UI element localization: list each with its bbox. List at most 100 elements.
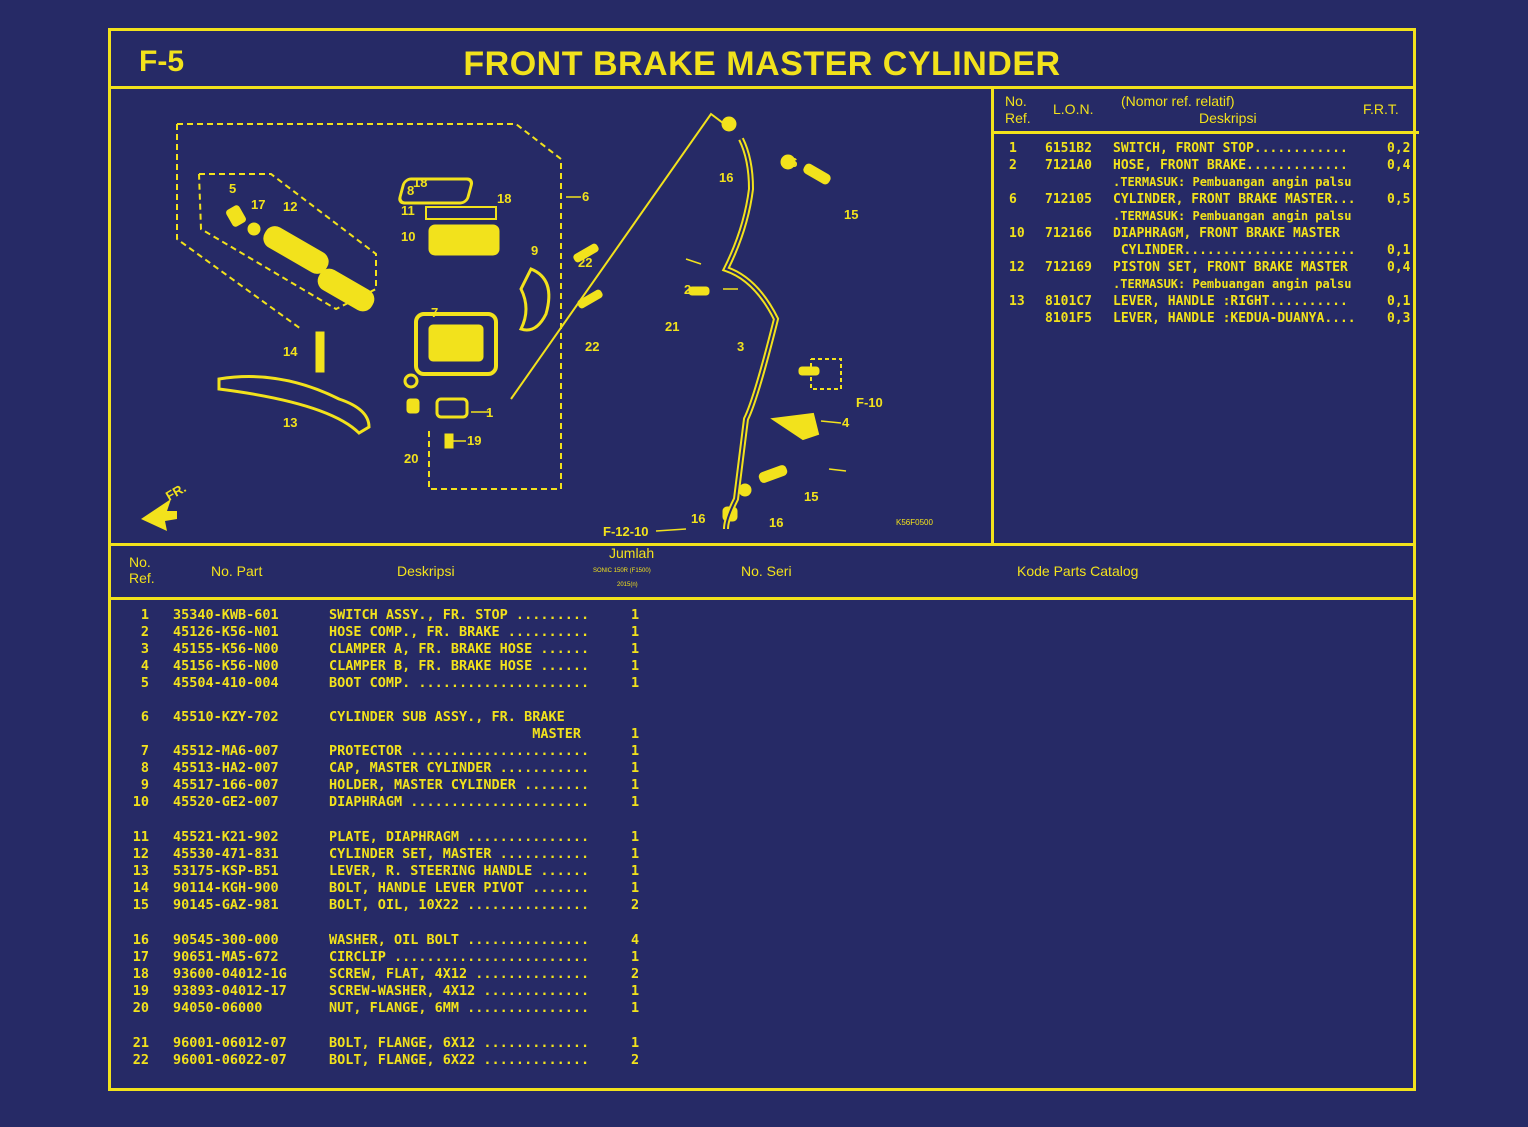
part-ref: 2	[140, 624, 149, 640]
lon-desc: .TERMASUK: Pembuangan angin palsu	[1113, 277, 1352, 291]
lon-header-divider	[991, 131, 1419, 134]
part-ref: 9	[140, 777, 149, 793]
lon-row: .TERMASUK: Pembuangan angin palsu	[1001, 209, 1421, 226]
part-desc: CYLINDER SUB ASSY., FR. BRAKE	[329, 709, 565, 725]
parts-header-deskripsi: Deskripsi	[397, 563, 455, 579]
lon-code: 6151B2	[1045, 141, 1092, 156]
part-ref: 5	[140, 675, 149, 691]
callout-13: 13	[283, 415, 297, 430]
lon-desc: HOSE, FRONT BRAKE.............	[1113, 158, 1348, 173]
lon-row: .TERMASUK: Pembuangan angin palsu	[1001, 175, 1421, 192]
callout-4: 4	[842, 415, 850, 430]
part-desc: CLAMPER B, FR. BRAKE HOSE ......	[329, 658, 590, 674]
callout-16d: 16	[769, 515, 783, 530]
part-qty: 1	[631, 607, 640, 623]
lon-code: 8101F5	[1045, 311, 1092, 326]
callout-20: 20	[404, 451, 418, 466]
callout-11: 11	[401, 203, 415, 218]
part-desc: CAP, MASTER CYLINDER ...........	[329, 760, 590, 776]
lon-desc: CYLINDER......................	[1113, 243, 1356, 258]
lon-code: 712169	[1045, 260, 1092, 275]
callout-3: 3	[737, 339, 744, 354]
part-qty: 1	[631, 880, 640, 896]
part-number: 45504-410-004	[173, 675, 279, 691]
lon-frt: 0,5	[1387, 192, 1411, 207]
part-ref: 17	[132, 949, 149, 965]
callout-15b: 15	[804, 489, 818, 504]
part-desc: SCREW-WASHER, 4X12 .............	[329, 983, 590, 999]
part-desc: BOLT, FLANGE, 6X22 .............	[329, 1052, 590, 1068]
part-number: 45530-471-831	[173, 846, 279, 862]
part-ref: 3	[140, 641, 149, 657]
lon-ref: 6	[1009, 192, 1017, 207]
lon-ref: 10	[1009, 226, 1025, 241]
parts-header-jumlah: Jumlah	[609, 545, 655, 561]
parts-header-no-seri: No. Seri	[741, 563, 792, 579]
callout-1: 1	[486, 405, 493, 420]
part-desc: CLAMPER A, FR. BRAKE HOSE ......	[329, 641, 590, 657]
part-ref: 22	[132, 1052, 149, 1068]
part-number: 94050-06000	[173, 1000, 263, 1016]
callout-22b: 22	[585, 339, 599, 354]
part-ref: 8	[140, 760, 149, 776]
part-desc: SCREW, FLAT, 4X12 ..............	[329, 966, 590, 982]
part-qty: 1	[631, 794, 640, 810]
lon-frt: 0,1	[1387, 243, 1411, 258]
catalog-frame: F-5 FRONT BRAKE MASTER CYLINDER	[108, 28, 1419, 1091]
part-number: 45513-HA2-007	[173, 760, 279, 776]
diagram-code: K56F0500	[896, 518, 933, 527]
part-qty: 1	[631, 624, 640, 640]
lon-code: 7121A0	[1045, 158, 1092, 173]
callout-2: 2	[684, 282, 691, 297]
exploded-diagram: 1 2 3 4 5 6 7 8 9 10 11 12 13 14 15 15 1…	[141, 112, 933, 539]
table-row: 5 45504-410-004 BOOT COMP. ...............…	[111, 675, 811, 692]
part-ref: 13	[132, 863, 149, 879]
part-number: 45520-GE2-007	[173, 794, 279, 810]
callout-10: 10	[401, 229, 415, 244]
part-ref: 16	[132, 932, 149, 948]
part-desc: HOSE COMP., FR. BRAKE ..........	[329, 624, 590, 640]
part-desc: BOOT COMP. .....................	[329, 675, 590, 691]
parts-header-jumlah-year: 2015(n)	[617, 582, 638, 588]
part-number: 93893-04012-17	[173, 983, 287, 999]
part-ref: 7	[140, 743, 149, 759]
parts-header-no-ref: No. Ref.	[129, 554, 155, 586]
part-qty: 2	[631, 1052, 640, 1068]
front-arrow-icon	[141, 499, 177, 531]
part-number: 90114-KGH-900	[173, 880, 279, 896]
part-qty: 1	[631, 983, 640, 999]
part-ref: 6	[140, 709, 149, 725]
panel-divider	[991, 89, 994, 543]
part-ref: 20	[132, 1000, 149, 1016]
part-qty: 1	[631, 846, 640, 862]
part-qty: 1	[631, 949, 640, 965]
section-code: F-5	[139, 45, 184, 78]
lon-row: .TERMASUK: Pembuangan angin palsu	[1001, 277, 1421, 294]
part-qty: 1	[631, 726, 640, 742]
part-qty: 1	[631, 658, 640, 674]
lon-ref: 2	[1009, 158, 1017, 173]
callout-19: 19	[467, 433, 481, 448]
part-number: 45512-MA6-007	[173, 743, 279, 759]
lon-header-no-ref: No. Ref.	[1005, 93, 1031, 126]
part-desc: BOLT, HANDLE LEVER PIVOT .......	[329, 880, 590, 896]
part-desc: SWITCH ASSY., FR. STOP .........	[329, 607, 590, 623]
callout-5: 5	[229, 181, 236, 196]
page-title: FRONT BRAKE MASTER CYLINDER	[463, 45, 1061, 83]
part-desc: HOLDER, MASTER CYLINDER ........	[329, 777, 590, 793]
part-ref: 18	[132, 966, 149, 982]
